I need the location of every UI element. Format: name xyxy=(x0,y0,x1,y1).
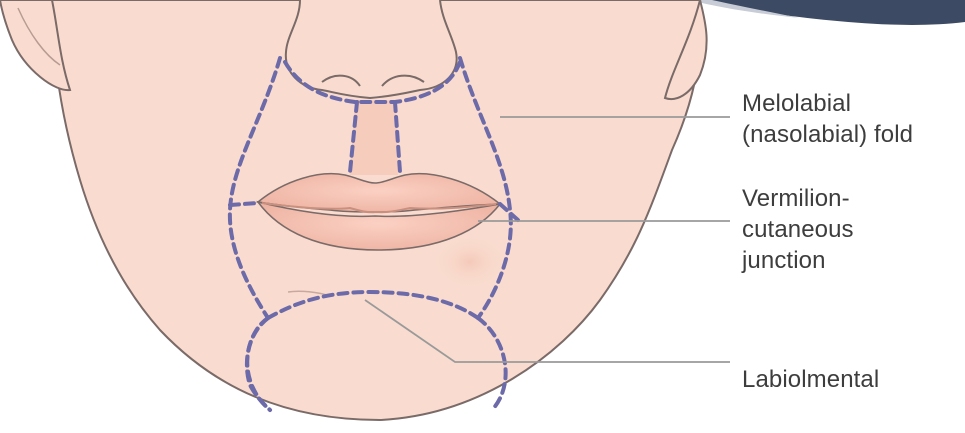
label-line: junction xyxy=(742,245,854,276)
label-line: cutaneous xyxy=(742,214,854,245)
label-line: (nasolabial) fold xyxy=(742,119,913,150)
label-vermilion-cutaneous-junction: Vermilion- cutaneous junction xyxy=(742,183,854,276)
label-melolabial-fold: Melolabial (nasolabial) fold xyxy=(742,88,913,150)
corner-banner xyxy=(690,0,965,25)
label-line: Labiolmental xyxy=(742,364,879,395)
label-labiomental: Labiolmental xyxy=(742,364,879,395)
label-line: Melolabial xyxy=(742,88,913,119)
nose xyxy=(286,0,457,98)
label-line: Vermilion- xyxy=(742,183,854,214)
